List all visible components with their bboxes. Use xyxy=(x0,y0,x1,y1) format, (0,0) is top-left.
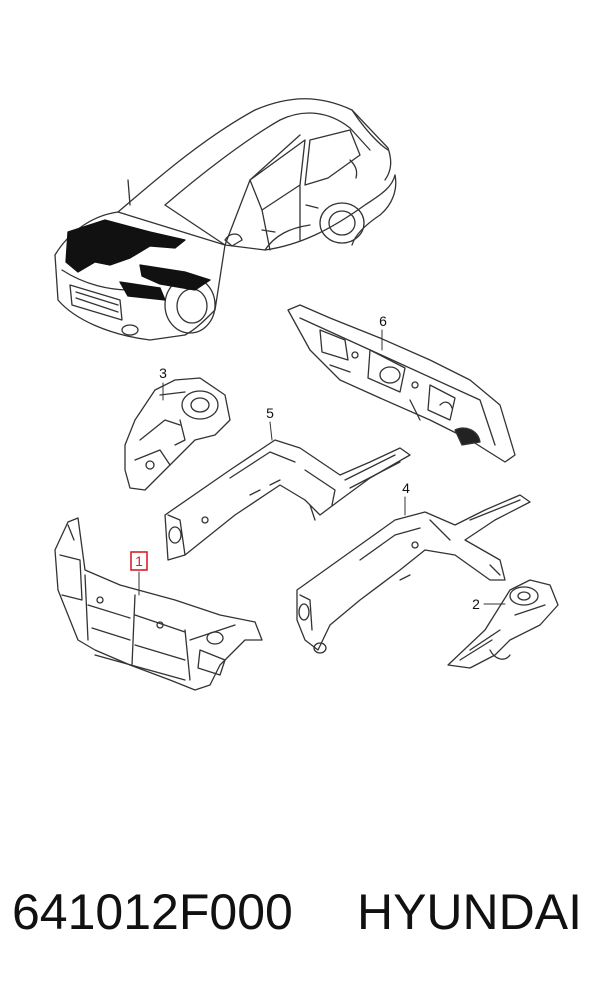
callout-1-box xyxy=(130,551,148,571)
part-4-side-member xyxy=(296,494,531,654)
callout-2: 2 xyxy=(472,596,480,612)
brand-label: HYUNDAI xyxy=(356,884,582,940)
leader-lines xyxy=(138,329,506,605)
callout-1: 1 xyxy=(135,553,143,569)
callout-5: 5 xyxy=(266,405,274,421)
callouts: 6 3 5 4 2 xyxy=(159,313,480,612)
part-2-strut-mount xyxy=(447,579,559,669)
part-6-dash-panel xyxy=(287,304,516,463)
callout-1-highlighted: 1 xyxy=(130,551,148,571)
callout-4: 4 xyxy=(402,480,410,496)
part-1-front-carrier xyxy=(54,517,263,691)
part-5-side-member xyxy=(164,439,411,561)
callout-6: 6 xyxy=(379,313,387,329)
car-front-structure-highlight xyxy=(65,219,211,301)
callout-3: 3 xyxy=(159,365,167,381)
part-3-fender-apron xyxy=(124,377,231,491)
car-illustration xyxy=(54,98,397,341)
part-number-label: 641012F000 xyxy=(12,884,293,940)
